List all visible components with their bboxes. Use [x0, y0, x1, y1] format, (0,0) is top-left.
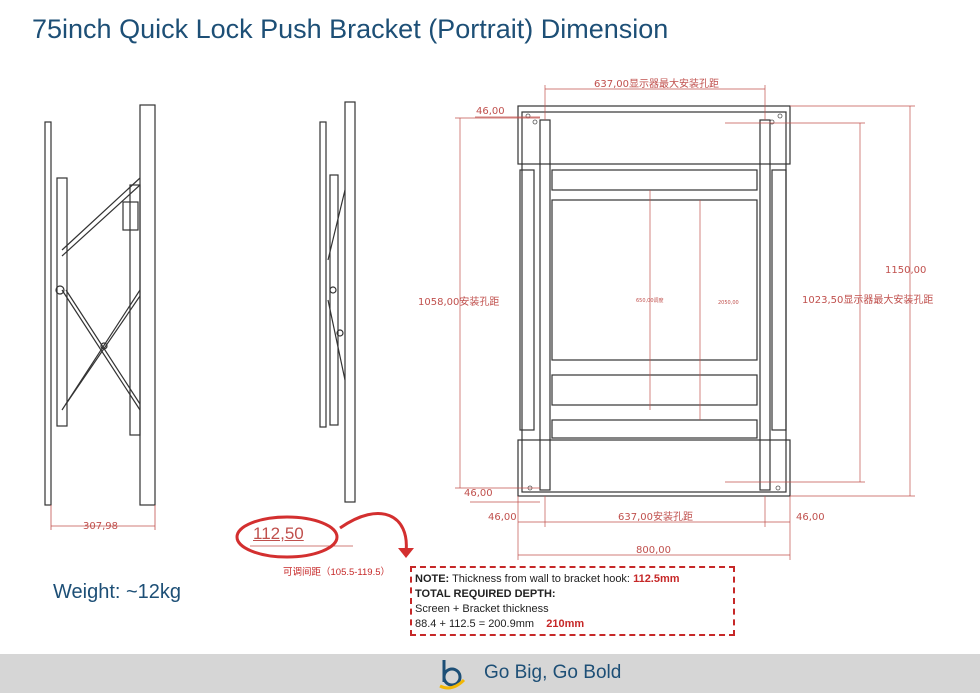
slogan: Go Big, Go Bold [484, 662, 622, 683]
total-height-label: 1150,00 [885, 265, 926, 276]
footer-bar: Go Big, Go Bold [0, 654, 980, 693]
right-height-label: 1023,50显示器最大安装孔距 [802, 293, 933, 306]
top-offset-label: 46,00 [476, 106, 505, 117]
adjustable-range-label: 可调间距（105.5-119.5） [283, 567, 391, 578]
left-height-label: 1058,00安装孔距 [418, 295, 499, 308]
top-hole-label: 637,00显示器最大安装孔距 [594, 77, 719, 90]
inner-small-b-label: 2050,00 [718, 300, 739, 306]
side-view-1 [44, 104, 156, 506]
weight-label: Weight: ~12kg [53, 581, 182, 603]
b-circle-logo-icon [439, 660, 466, 690]
note-line-3: Screen + Bracket thickness [415, 603, 549, 615]
note-line-1: NOTE: Thickness from wall to bracket hoo… [415, 573, 680, 585]
bottom-right-label: 46,00 [796, 512, 825, 523]
technical-drawing: 307,98 [44, 77, 933, 560]
highlight-circle [235, 515, 339, 559]
total-width-label: 800,00 [636, 545, 671, 556]
side-depth-dimension [50, 505, 156, 530]
bottom-left-label: 46,00 [488, 512, 517, 523]
front-dimension-lines [455, 85, 915, 560]
highlight-arrow [339, 512, 408, 553]
push-depth-label: 112,50 [253, 524, 304, 543]
inner-small-a-label: 650,00调度 [636, 297, 664, 304]
note-line-4: 88.4 + 112.5 = 200.9mm 210mm [415, 618, 585, 630]
depth-note-box: NOTE: Thickness from wall to bracket hoo… [410, 566, 735, 636]
front-view [517, 105, 791, 497]
note-line-2: TOTAL REQUIRED DEPTH: [415, 588, 556, 600]
side-depth-label: 307,98 [83, 521, 118, 532]
bottom-hole-label: 637,00安装孔距 [618, 510, 693, 523]
side-view-2 [319, 101, 356, 503]
page-title: 75inch Quick Lock Push Bracket (Portrait… [32, 14, 669, 44]
bottom-offset-label: 46,00 [464, 488, 493, 499]
